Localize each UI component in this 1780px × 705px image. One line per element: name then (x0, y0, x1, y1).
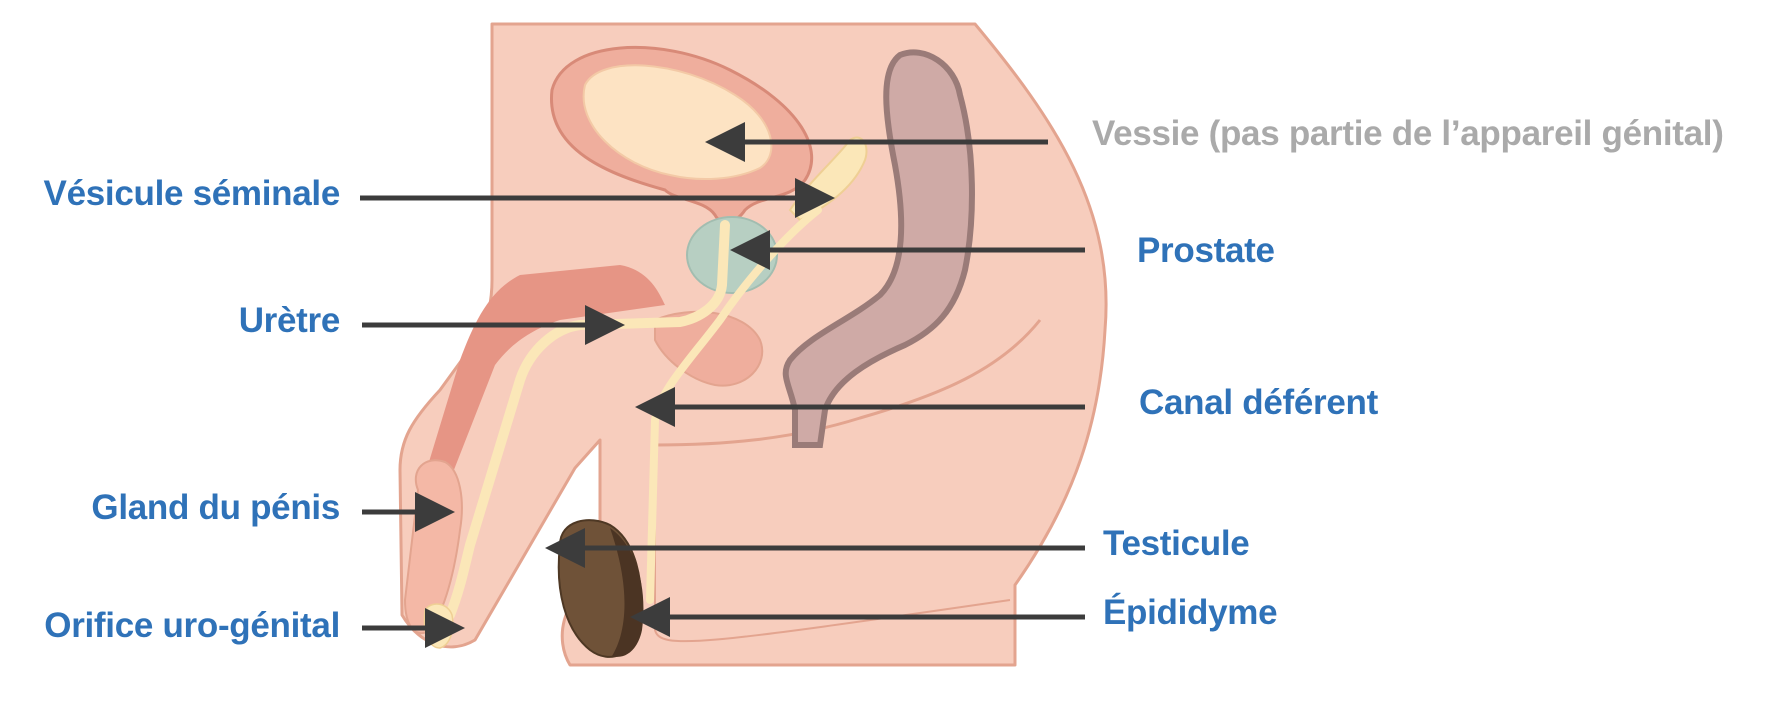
label-prostate: Prostate (1137, 231, 1275, 270)
penis-erectile (425, 265, 665, 493)
prostate-shape (686, 216, 778, 294)
label-uretre: Urètre (238, 301, 341, 340)
label-orifice: Orifice uro-génital (44, 606, 340, 645)
label-vessie: Vessie (pas partie de l’appareil génital… (1092, 114, 1724, 153)
label-canal: Canal déférent (1139, 383, 1378, 422)
rectum-shape (782, 49, 975, 448)
urethra-shape (445, 220, 730, 620)
buttock-contour (654, 319, 1042, 447)
label-testicule: Testicule (1103, 524, 1250, 563)
label-gland: Gland du pénis (91, 488, 340, 527)
label-vesicule: Vésicule séminale (43, 174, 341, 213)
label-epididyme: Épididyme (1103, 593, 1278, 632)
